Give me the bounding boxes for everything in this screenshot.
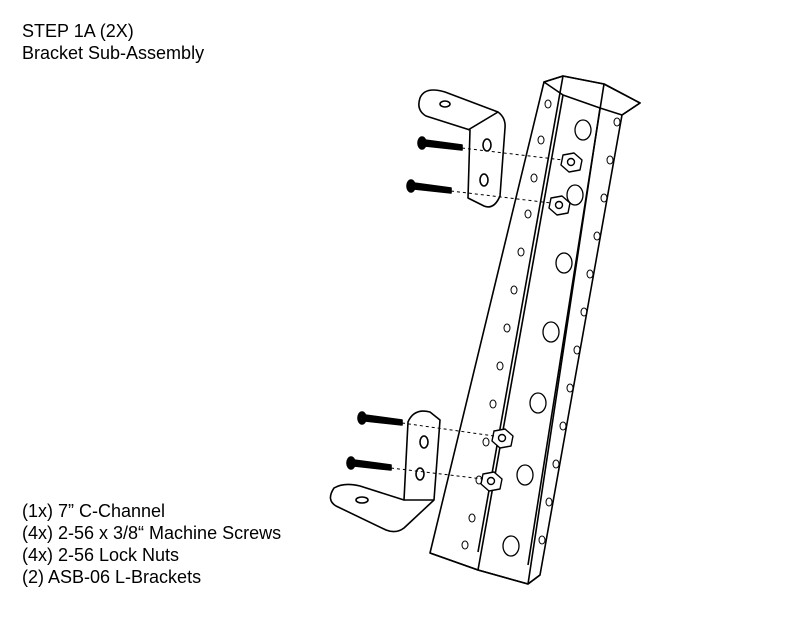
screw-1 [417,136,463,151]
title-block: STEP 1A (2X) Bracket Sub-Assembly [22,20,204,64]
part-lock-nuts: (4x) 2-56 Lock Nuts [22,545,180,565]
c-channel [429,75,641,585]
lock-nut-3 [491,428,514,449]
channel-left-flange-holes [461,99,552,550]
channel-web-holes [502,119,592,557]
machine-screws [346,136,463,471]
part-l-brackets: (2) ASB-06 L-Brackets [22,567,202,587]
lock-nut-4 [480,471,503,492]
lock-nut-1 [560,152,583,173]
step-title: STEP 1A (2X) [22,21,134,41]
part-c-channel: (1x) 7” C-Channel [22,501,166,521]
lock-nut-2 [548,195,571,216]
l-bracket-lower [329,410,441,533]
step-subtitle: Bracket Sub-Assembly [22,43,205,63]
assembly-guide-lines [390,147,564,480]
l-bracket-upper [418,89,506,208]
screw-2 [406,179,452,194]
part-machine-screws: (4x) 2-56 x 3/8“ Machine Screws [22,523,282,543]
lock-nuts [480,152,583,492]
parts-list: (1x) 7” C-Channel (4x) 2-56 x 3/8“ Machi… [22,500,281,588]
channel-right-flange-holes [538,117,621,545]
screw-4 [346,456,392,471]
screw-3 [357,411,403,426]
